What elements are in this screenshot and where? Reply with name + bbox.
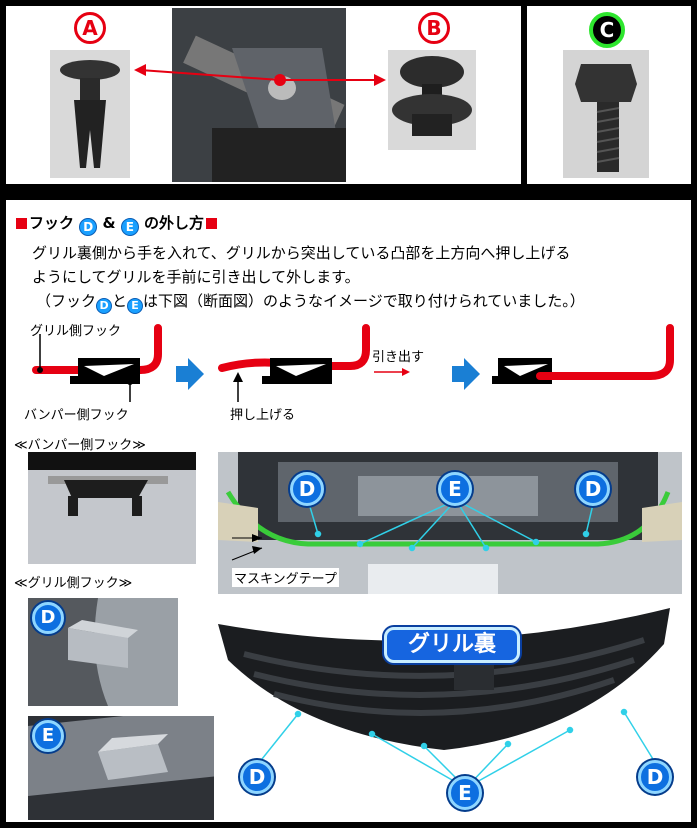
red-square-icon: [206, 218, 218, 229]
cross-section-diagram: [32, 324, 674, 402]
pull-out-label: 引き出す: [372, 350, 425, 365]
bumper-hook-label: バンパー側フック: [24, 408, 129, 423]
hook-d-badge: D: [96, 298, 113, 314]
grille-hook-d-illustration: [28, 598, 178, 706]
hook-d-marker: D: [576, 472, 610, 506]
clip-a-photo: [50, 50, 130, 178]
hook-d-marker: D: [290, 472, 324, 506]
grille-back-title: グリル裏: [384, 627, 520, 663]
instruction-line-1: グリル裏側から手を入れて、グリルから突出している凸部を上方向へ押し上げる: [32, 244, 571, 262]
label-b-circle: B: [418, 12, 450, 44]
label-c-circle: C: [589, 12, 625, 48]
masking-tape-label: マスキングテープ: [232, 568, 339, 587]
clip-a-illustration: [60, 60, 120, 168]
bumper-hook-photo: [28, 452, 196, 564]
grille-hook-label: グリル側フック: [30, 324, 122, 339]
hook-e-badge: E: [120, 218, 139, 236]
clip-b-illustration: [392, 56, 472, 136]
grille-hook-d-photo: [28, 598, 178, 706]
bumper-hook-caption: ≪バンパー側フック≫: [14, 438, 146, 453]
bolt-c-photo: [563, 50, 649, 178]
bumper-hook-illustration: [28, 452, 196, 564]
push-up-label: 押し上げる: [230, 408, 296, 423]
clip-pointer-arrows: [134, 64, 386, 86]
instruction-line-2: ようにしてグリルを手前に引き出して外します。: [32, 268, 360, 286]
hook-e-marker: E: [438, 472, 472, 506]
hook-e-marker: E: [448, 776, 482, 810]
hook-e-photo-badge: E: [32, 720, 64, 752]
red-square-icon: [16, 218, 27, 229]
grille-back-illustration: [218, 608, 670, 750]
hook-d-photo-badge: D: [32, 602, 64, 634]
hook-e-badge: E: [127, 298, 144, 314]
section-heading: フック D & E の外し方: [14, 212, 219, 236]
hook-d-badge: D: [79, 218, 98, 236]
grille-hook-caption: ≪グリル側フック≫: [14, 576, 133, 591]
clip-b-photo: [388, 50, 476, 150]
bolt-c-illustration: [575, 64, 637, 172]
hook-d-marker: D: [638, 760, 672, 794]
hook-d-marker: D: [240, 760, 274, 794]
label-a-circle: A: [74, 12, 106, 44]
